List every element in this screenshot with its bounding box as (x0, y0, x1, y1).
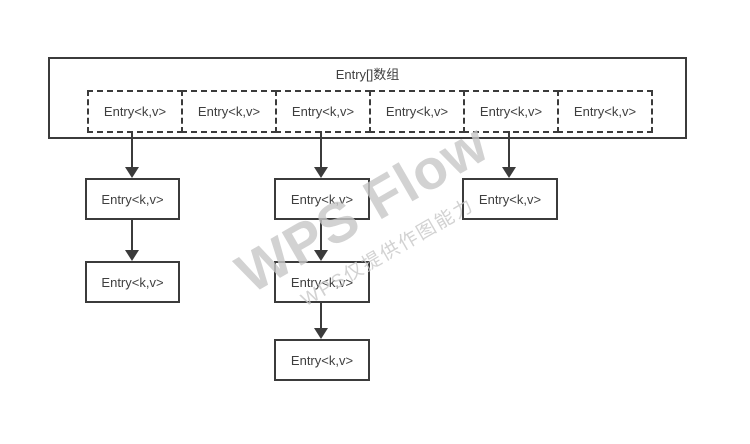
arrowhead-down-icon (314, 328, 328, 339)
array-title: Entry[]数组 (335, 67, 400, 82)
chain1-node1: Entry<k,v> (274, 261, 370, 303)
array-cell-1: Entry<k,v> (181, 90, 277, 133)
arrow-cell4-to-node (502, 131, 516, 178)
node-label: Entry<k,v> (101, 191, 164, 207)
arrowhead-down-icon (314, 167, 328, 178)
arrow-shaft (131, 131, 133, 168)
entry-array-container: Entry[]数组 Entry<k,v> Entry<k,v> Entry<k,… (48, 57, 687, 139)
array-cell-label: Entry<k,v> (479, 104, 543, 119)
arrow-cell2-to-node (314, 131, 328, 178)
arrow-shaft (508, 131, 510, 168)
arrow-chain0-node0-to-node1 (125, 220, 139, 261)
arrow-cell0-to-node (125, 131, 139, 178)
chain1-node0: Entry<k,v> (274, 178, 370, 220)
node-label: Entry<k,v> (478, 191, 542, 207)
arrow-chain1-node0-to-node1 (314, 220, 328, 261)
array-cell-0: Entry<k,v> (87, 90, 183, 133)
node-label: Entry<k,v> (290, 191, 354, 207)
node-label: Entry<k,v> (290, 274, 354, 290)
array-cell-5: Entry<k,v> (557, 90, 653, 133)
array-cell-label: Entry<k,v> (197, 104, 261, 119)
arrow-chain1-node1-to-node2 (314, 302, 328, 339)
node-label: Entry<k,v> (101, 274, 164, 290)
arrow-shaft (320, 220, 322, 251)
array-cell-2: Entry<k,v> (275, 90, 371, 133)
chain0-node1: Entry<k,v> (85, 261, 180, 303)
array-cells-row: Entry<k,v> Entry<k,v> Entry<k,v> Entry<k… (87, 90, 653, 133)
chain1-node2: Entry<k,v> (274, 339, 370, 381)
array-cell-3: Entry<k,v> (369, 90, 465, 133)
array-cell-label: Entry<k,v> (103, 104, 167, 119)
array-cell-label: Entry<k,v> (385, 104, 449, 119)
arrow-shaft (320, 302, 322, 329)
arrow-shaft (320, 131, 322, 168)
arrowhead-down-icon (125, 250, 139, 261)
arrowhead-down-icon (125, 167, 139, 178)
array-cell-4: Entry<k,v> (463, 90, 559, 133)
chain0-node0: Entry<k,v> (85, 178, 180, 220)
chain2-node0: Entry<k,v> (462, 178, 558, 220)
node-label: Entry<k,v> (290, 352, 354, 368)
array-cell-label: Entry<k,v> (291, 104, 355, 119)
arrowhead-down-icon (314, 250, 328, 261)
arrowhead-down-icon (502, 167, 516, 178)
arrow-shaft (131, 220, 133, 251)
array-cell-label: Entry<k,v> (573, 104, 637, 119)
